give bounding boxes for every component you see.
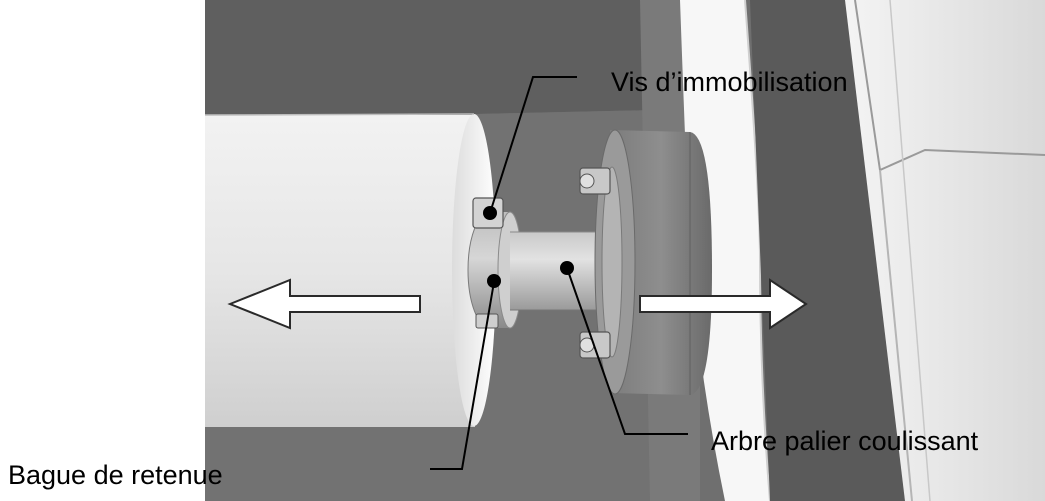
leader-shaft: [566, 267, 688, 435]
marker-ring: [487, 274, 501, 288]
marker-shaft: [560, 261, 574, 275]
marker-screw: [483, 206, 497, 220]
leader-lines: [430, 76, 688, 470]
label-retaining-ring: Bague de retenue: [8, 460, 223, 490]
markers: [483, 206, 574, 288]
label-sliding-bearing-shaft: Arbre palier coulissant: [711, 426, 979, 456]
bearing-shaft: [510, 231, 610, 311]
left-arrow: [227, 278, 421, 330]
bearing-housing: [594, 129, 712, 395]
label-locking-screw: Vis d’immobilisation: [611, 67, 848, 97]
right-arrow: [639, 278, 808, 330]
housing-bolts: [579, 167, 611, 359]
roller-cylinder: [204, 113, 496, 427]
leader-screw: [489, 76, 577, 214]
leader-ring: [430, 281, 495, 470]
